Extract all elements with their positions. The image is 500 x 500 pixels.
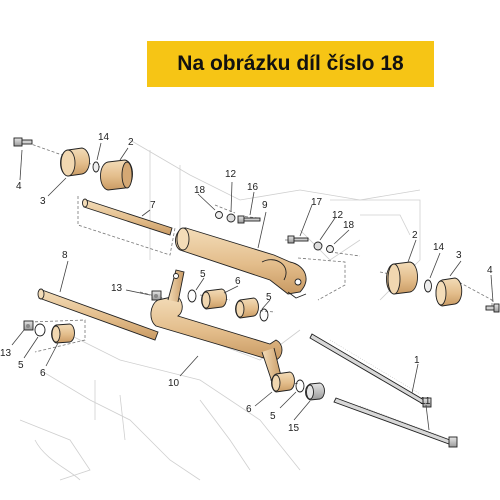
label-18-right: 18 — [343, 220, 355, 231]
label-4-right: 4 — [487, 265, 493, 276]
washer-18-right — [326, 245, 334, 253]
part-number-banner: Na obrázku díl číslo 18 — [147, 41, 434, 87]
background-frame-outline — [19, 139, 421, 481]
long-bolt-1 — [309, 333, 432, 408]
nut-13-middle — [151, 290, 162, 301]
part-number-labels: 1 2 2 3 3 4 4 5 5 5 5 6 6 6 7 8 9 10 11 … — [0, 132, 493, 434]
label-6-bottom: 6 — [246, 404, 252, 415]
label-13-middle: 13 — [111, 283, 123, 294]
label-16: 16 — [247, 182, 259, 193]
label-14-right: 14 — [433, 242, 445, 253]
banner-text: Na obrázku díl číslo 18 — [177, 52, 404, 75]
nut-15 — [305, 382, 325, 401]
washer-12-right — [313, 241, 323, 251]
o-ring-5-mid-left — [187, 289, 197, 303]
sleeve-6-mid-left — [201, 288, 227, 310]
label-2-left: 2 — [128, 137, 134, 148]
washer-12-top — [226, 213, 236, 223]
sleeve-6-bottom — [271, 371, 295, 393]
nut-13-left — [23, 320, 34, 331]
label-11: 11 — [420, 396, 431, 407]
label-3-left: 3 — [40, 196, 46, 207]
label-9: 9 — [262, 200, 268, 211]
bushing-2-right — [386, 261, 418, 295]
bolt-4-left — [13, 137, 33, 147]
bracket-10 — [150, 269, 283, 383]
rod-8 — [37, 288, 159, 341]
bolt-16 — [237, 215, 261, 224]
label-14-left: 14 — [98, 132, 110, 143]
sleeve-6-mid-right — [235, 297, 259, 319]
label-18-top: 18 — [194, 185, 206, 196]
o-ring-5-mid-right — [259, 308, 269, 322]
label-12-right: 12 — [332, 210, 344, 221]
label-6-mid: 6 — [235, 276, 241, 287]
label-5-bottom: 5 — [270, 411, 276, 422]
label-7: 7 — [150, 200, 156, 211]
label-5-mid-left: 5 — [200, 269, 206, 280]
label-5-left: 5 — [18, 360, 24, 371]
label-10: 10 — [168, 378, 180, 389]
leader-lines — [11, 142, 494, 431]
end-cap-3-right — [435, 277, 463, 307]
label-15: 15 — [288, 423, 300, 434]
label-17: 17 — [311, 197, 323, 208]
bolt-4-right — [485, 303, 500, 313]
swing-arm-9 — [175, 227, 307, 299]
label-13-left: 13 — [0, 348, 12, 359]
bolt-17 — [287, 235, 309, 244]
washer-18-top — [215, 211, 223, 219]
end-cap-3-left — [60, 147, 90, 177]
label-8: 8 — [62, 250, 68, 261]
bushing-2-left — [100, 159, 133, 191]
o-ring-5-left — [34, 323, 46, 337]
label-6-left: 6 — [40, 368, 46, 379]
washer-14-left — [92, 161, 100, 173]
long-bolt-11 — [333, 397, 458, 448]
washer-14-right — [424, 279, 432, 293]
label-2-right: 2 — [412, 230, 418, 241]
label-4-left: 4 — [16, 181, 22, 192]
label-1: 1 — [414, 355, 420, 366]
label-5-mid-right: 5 — [266, 292, 272, 303]
label-12-top: 12 — [225, 169, 237, 180]
o-ring-5-bottom — [295, 379, 305, 393]
rod-7 — [82, 198, 173, 236]
label-3-right: 3 — [456, 250, 462, 261]
sleeve-6-left — [51, 323, 75, 344]
